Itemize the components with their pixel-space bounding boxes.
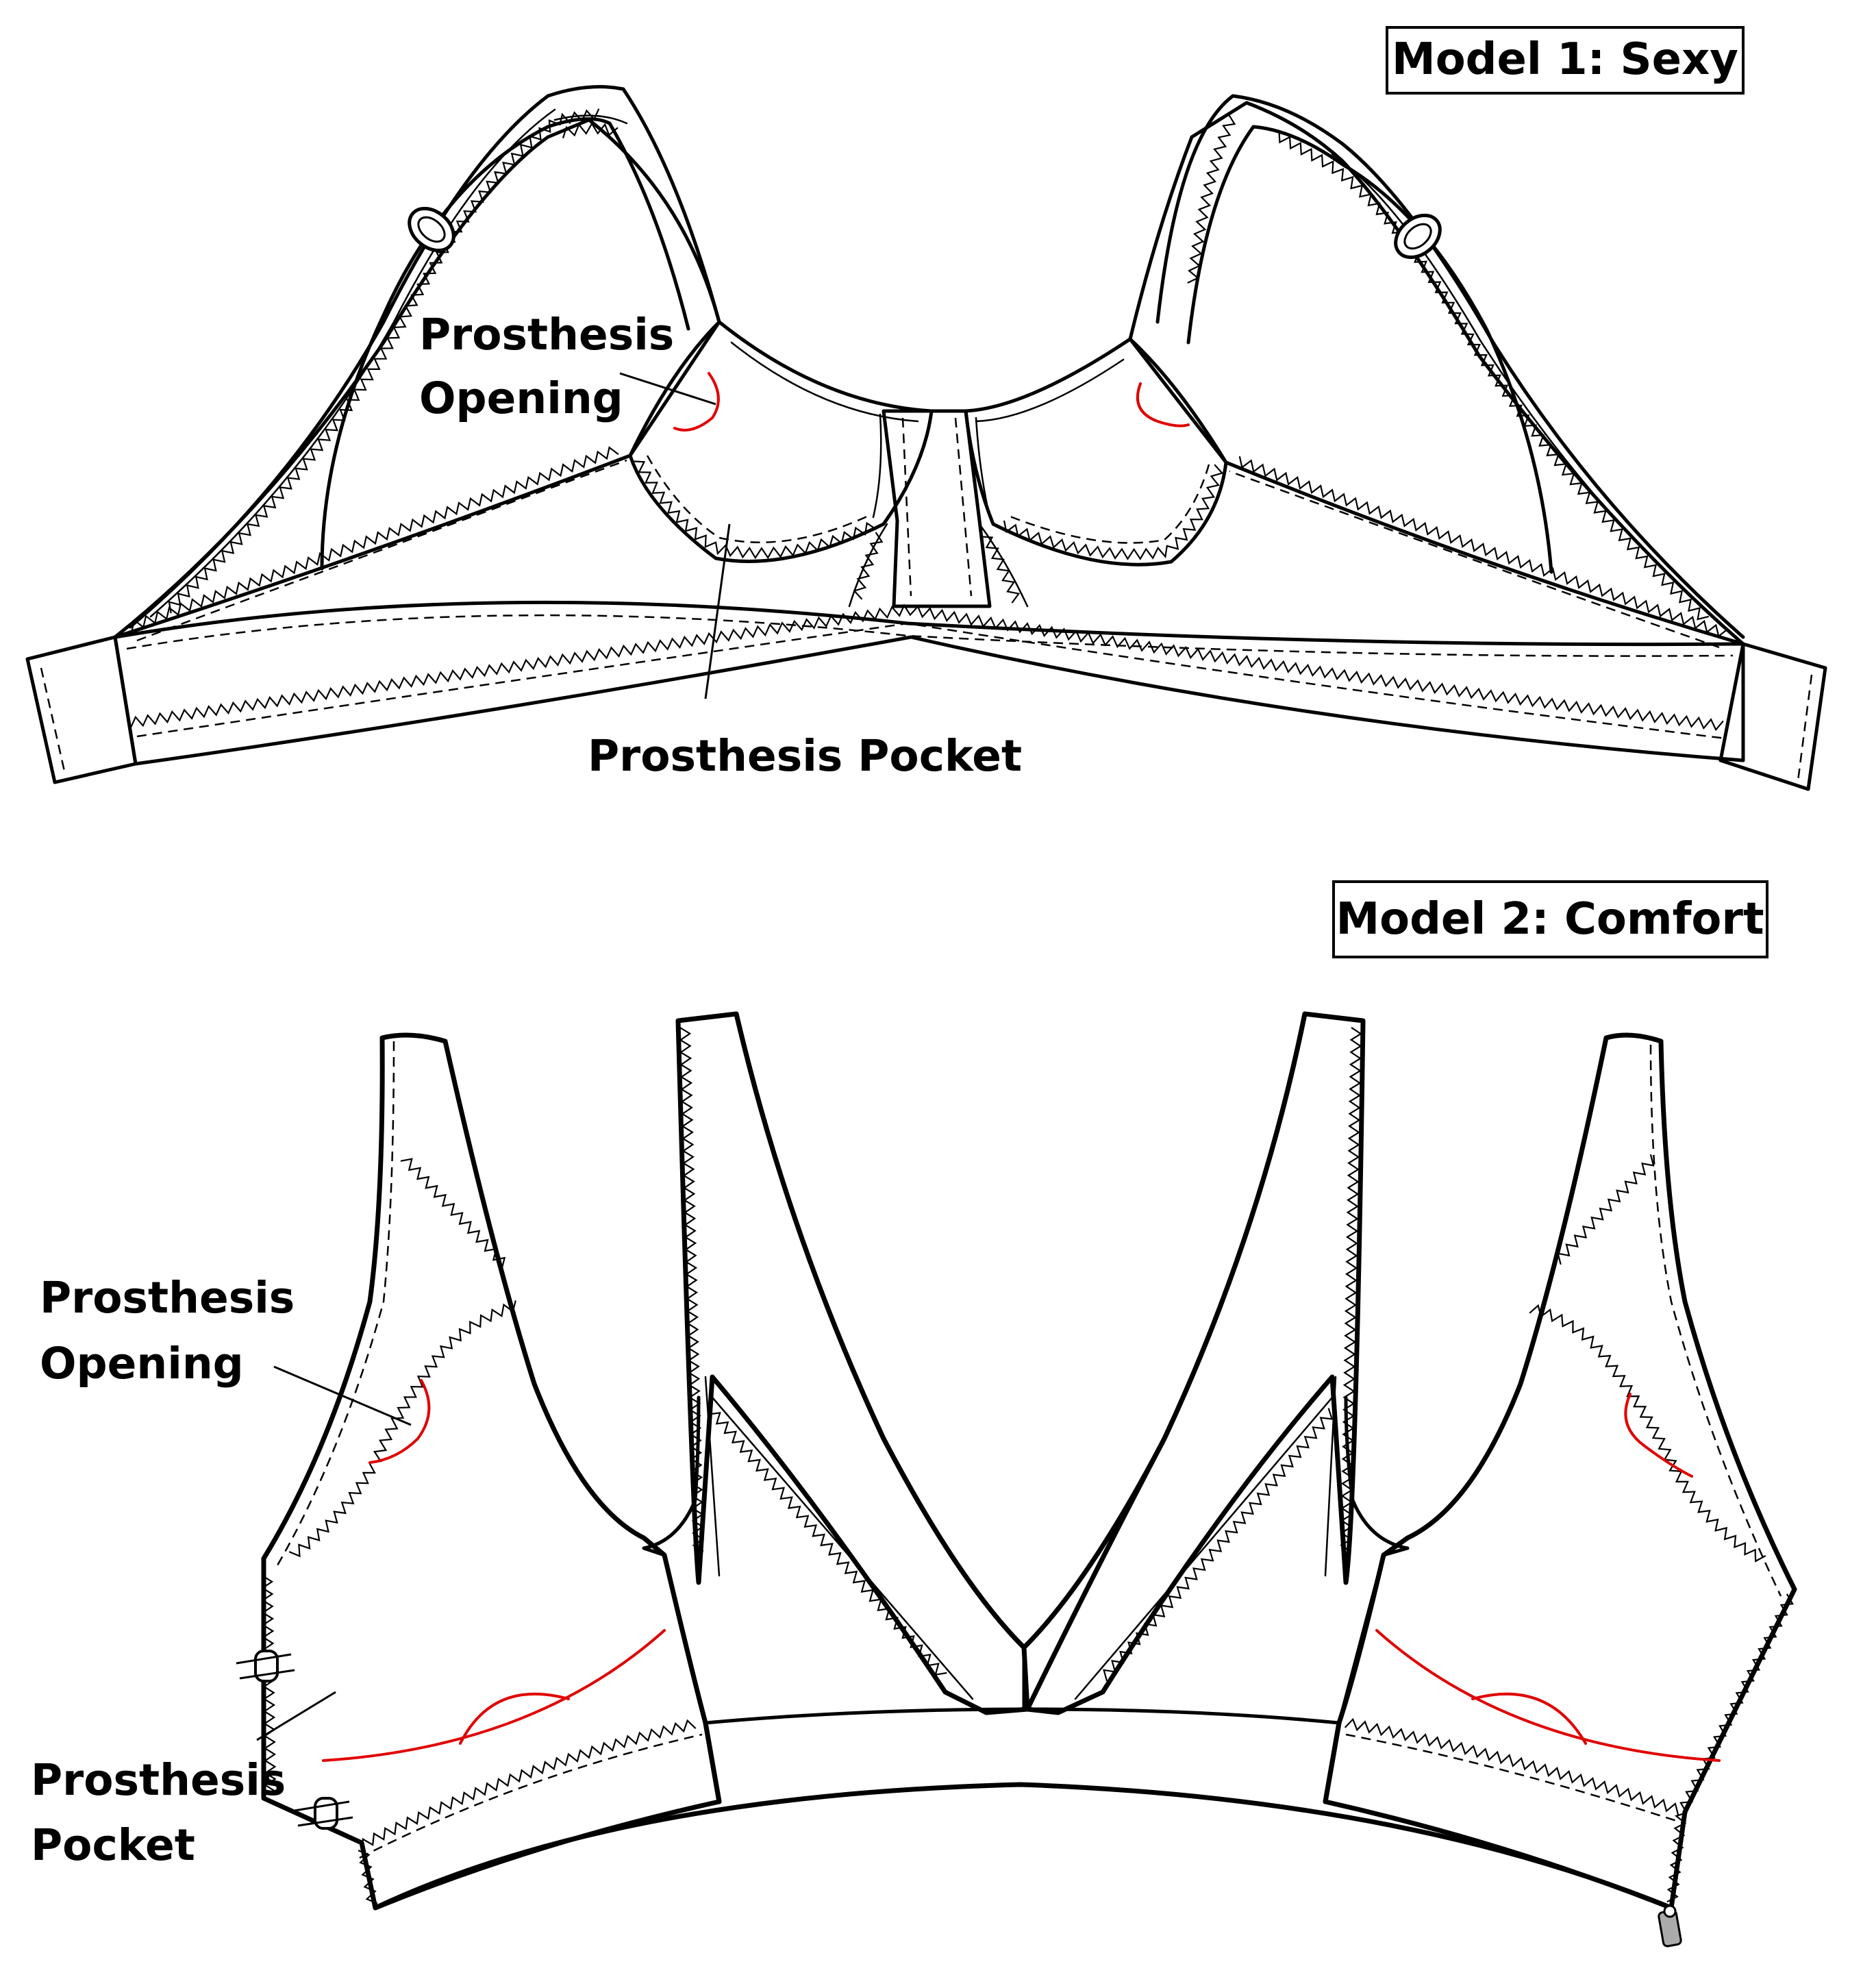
- model1-opening-leader: [619, 372, 716, 406]
- model1-opening-mark-left: [673, 372, 720, 432]
- model1-center-gore: [848, 409, 1029, 608]
- model1-band-end-right: [1718, 642, 1827, 791]
- model1-title: Model 1: Sexy: [1392, 34, 1738, 85]
- model2-opening-leader: [273, 1365, 412, 1426]
- model2-band: [359, 1707, 1686, 1911]
- model2-title-box: Model 2: Comfort: [1332, 880, 1768, 958]
- model2-opening-label-line2: Opening: [40, 1339, 244, 1389]
- model2-pocket-leader: [256, 1691, 336, 1741]
- model1-pocket-leader: [704, 523, 731, 699]
- model2-pocket-opening-mark-right: [1471, 1692, 1587, 1745]
- model2-title: Model 2: Comfort: [1336, 894, 1764, 945]
- model2-pocket-opening-mark-left: [459, 1692, 570, 1745]
- model1-strap-slider-right-icon: [1394, 213, 1442, 260]
- model1-band: [113, 600, 1745, 766]
- model2-pocket-label-line2: Pocket: [31, 1820, 195, 1870]
- model1-opening-label-line2: Opening: [419, 373, 623, 423]
- model2-opening-label-line1: Prosthesis: [40, 1273, 295, 1323]
- model1-cup-left: [628, 320, 934, 563]
- model2-side-left: [261, 1032, 722, 1911]
- model1-group: Model 1: Sexy: [25, 26, 1827, 791]
- model2-side-right: [1323, 1032, 1797, 1911]
- model2-opening-mark-left: [368, 1379, 431, 1464]
- model1-band-end-left: [25, 635, 138, 784]
- model2-cup-right: [1025, 1011, 1410, 1725]
- model1-wing-left: [113, 118, 721, 642]
- model1-strap-slider-left-icon: [408, 206, 455, 253]
- model1-title-box: Model 1: Sexy: [1386, 26, 1745, 95]
- model2-pocket-mark-left: [322, 1629, 666, 1762]
- model1-strap-right: [1155, 94, 1745, 639]
- model1-pocket-label: Prosthesis Pocket: [588, 731, 1022, 781]
- model1-strap-left: [128, 85, 721, 629]
- model2-hook-upper-left-icon: [236, 1650, 295, 1682]
- model2-zipper-pull-icon: [1658, 1904, 1682, 1948]
- model2-opening-mark-right: [1624, 1393, 1693, 1478]
- model1-opening-mark-right: [1136, 382, 1190, 427]
- model2-hook-lower-left-icon: [294, 1797, 353, 1830]
- model2-group: Model 2: Comfort: [31, 880, 1797, 1948]
- model1-opening-label-line1: Prosthesis: [419, 310, 674, 360]
- model1-cup-right: [964, 337, 1228, 567]
- model2-center-gore: [734, 1011, 1308, 1711]
- model2-pocket-label-line1: Prosthesis: [31, 1755, 286, 1805]
- model2-pocket-mark-right: [1375, 1629, 1721, 1762]
- model2-cup-left: [642, 1011, 1030, 1725]
